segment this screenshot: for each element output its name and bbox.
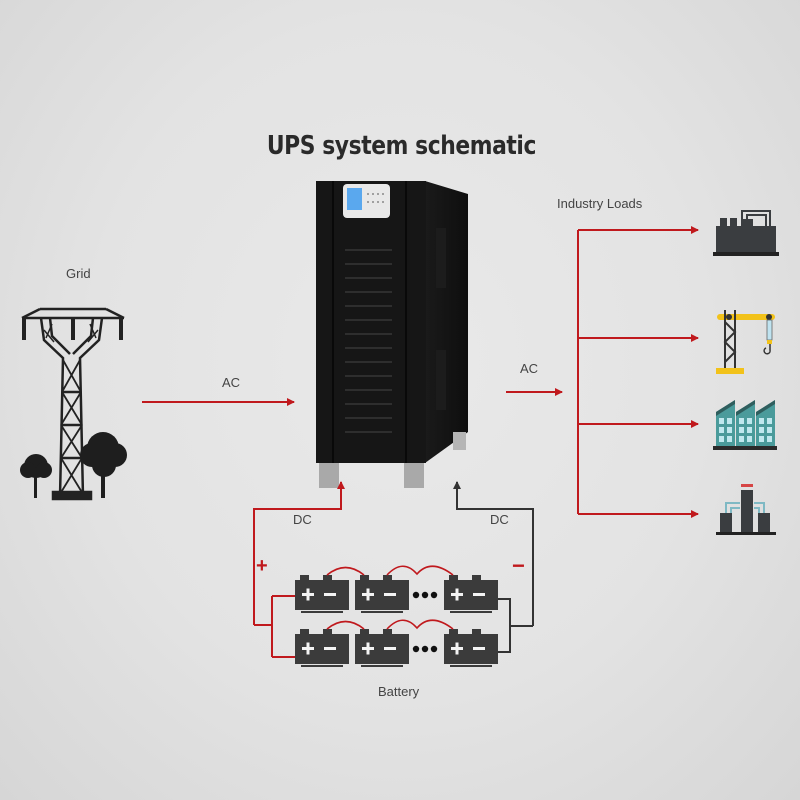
- battery-cell: [295, 629, 349, 667]
- power-plant-icon: [716, 484, 776, 535]
- load-distribution-bus: [577, 226, 699, 518]
- refinery-plant-icon: [713, 210, 779, 256]
- battery-positive-bus: [254, 595, 295, 658]
- ups-cabinet-icon: [316, 181, 468, 488]
- diagram-title: UPS system schematic: [266, 131, 537, 161]
- grid-label: Grid: [66, 266, 91, 281]
- series-link: [326, 566, 365, 576]
- ellipsis-dot: [430, 591, 438, 599]
- battery-cell: [355, 629, 409, 667]
- transmission-tower-icon: [21, 307, 125, 501]
- industry-loads-label: Industry Loads: [557, 196, 643, 211]
- tower-crane-icon: [716, 310, 775, 374]
- ellipsis-dot: [430, 645, 438, 653]
- dc-left-label: DC: [293, 512, 312, 527]
- ellipsis-dot: [421, 645, 429, 653]
- battery-cell: [355, 575, 409, 613]
- dc-positive-line: [253, 481, 345, 625]
- ellipsis-dot: [421, 591, 429, 599]
- series-link: [386, 565, 454, 576]
- ac-output-label: AC: [520, 361, 539, 376]
- battery-cell: [444, 575, 498, 613]
- battery-bank-icon: [295, 565, 498, 667]
- series-link: [326, 620, 365, 630]
- dc-right-label: DC: [490, 512, 509, 527]
- series-link: [386, 619, 454, 630]
- battery-negative-bus: [497, 598, 533, 653]
- trees-icon: [20, 432, 127, 498]
- ellipsis-dot: [412, 591, 420, 599]
- factory-buildings-icon: [713, 400, 777, 450]
- negative-terminal-sign: −: [512, 553, 525, 578]
- ellipsis-dot: [412, 645, 420, 653]
- battery-cell: [295, 575, 349, 613]
- ac-input-label: AC: [222, 375, 241, 390]
- dc-negative-line: [453, 481, 534, 626]
- battery-label: Battery: [378, 684, 420, 699]
- battery-cell: [444, 629, 498, 667]
- positive-terminal-sign: +: [256, 555, 268, 577]
